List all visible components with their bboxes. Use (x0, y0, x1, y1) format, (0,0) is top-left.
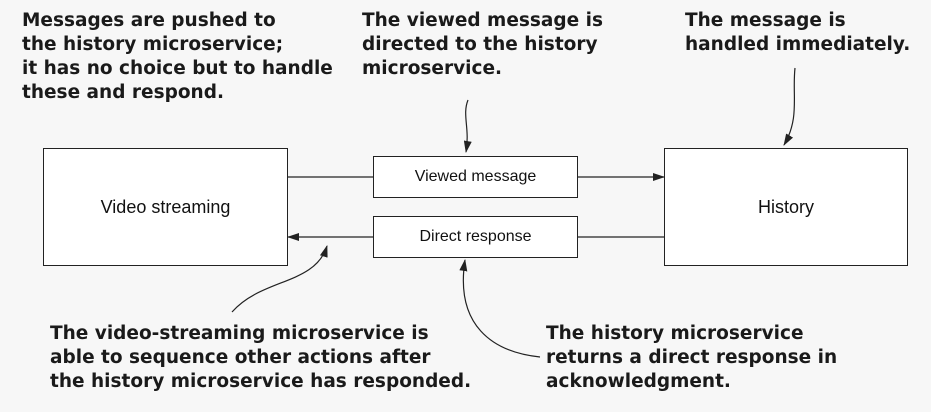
history-label: History (757, 196, 814, 217)
history-box: History (664, 148, 908, 266)
callout-arrow-returns (459, 259, 541, 358)
annotation-push: Messages are pushed to the history micro… (22, 10, 333, 103)
annotation-handled: The message is handled immediately. (685, 10, 911, 55)
video-streaming-box: Video streaming (43, 148, 288, 266)
annotation-directed: The viewed message is directed to the hi… (362, 10, 603, 79)
callout-arrow-viewed-message (463, 99, 472, 153)
video-streaming-label: Video streaming (100, 196, 231, 217)
direct-response-label: Direct response (419, 228, 532, 245)
callout-arrow-sequence (231, 245, 328, 313)
viewed-message-box: Viewed message (373, 156, 578, 198)
direct-response-box: Direct response (373, 216, 578, 258)
viewed-message-label: Viewed message (414, 168, 537, 185)
callout-arrow-handled (783, 67, 796, 146)
annotation-sequence: The video-streaming microservice is able… (50, 323, 472, 392)
annotation-returns: The history microservice returns a direc… (546, 323, 838, 392)
